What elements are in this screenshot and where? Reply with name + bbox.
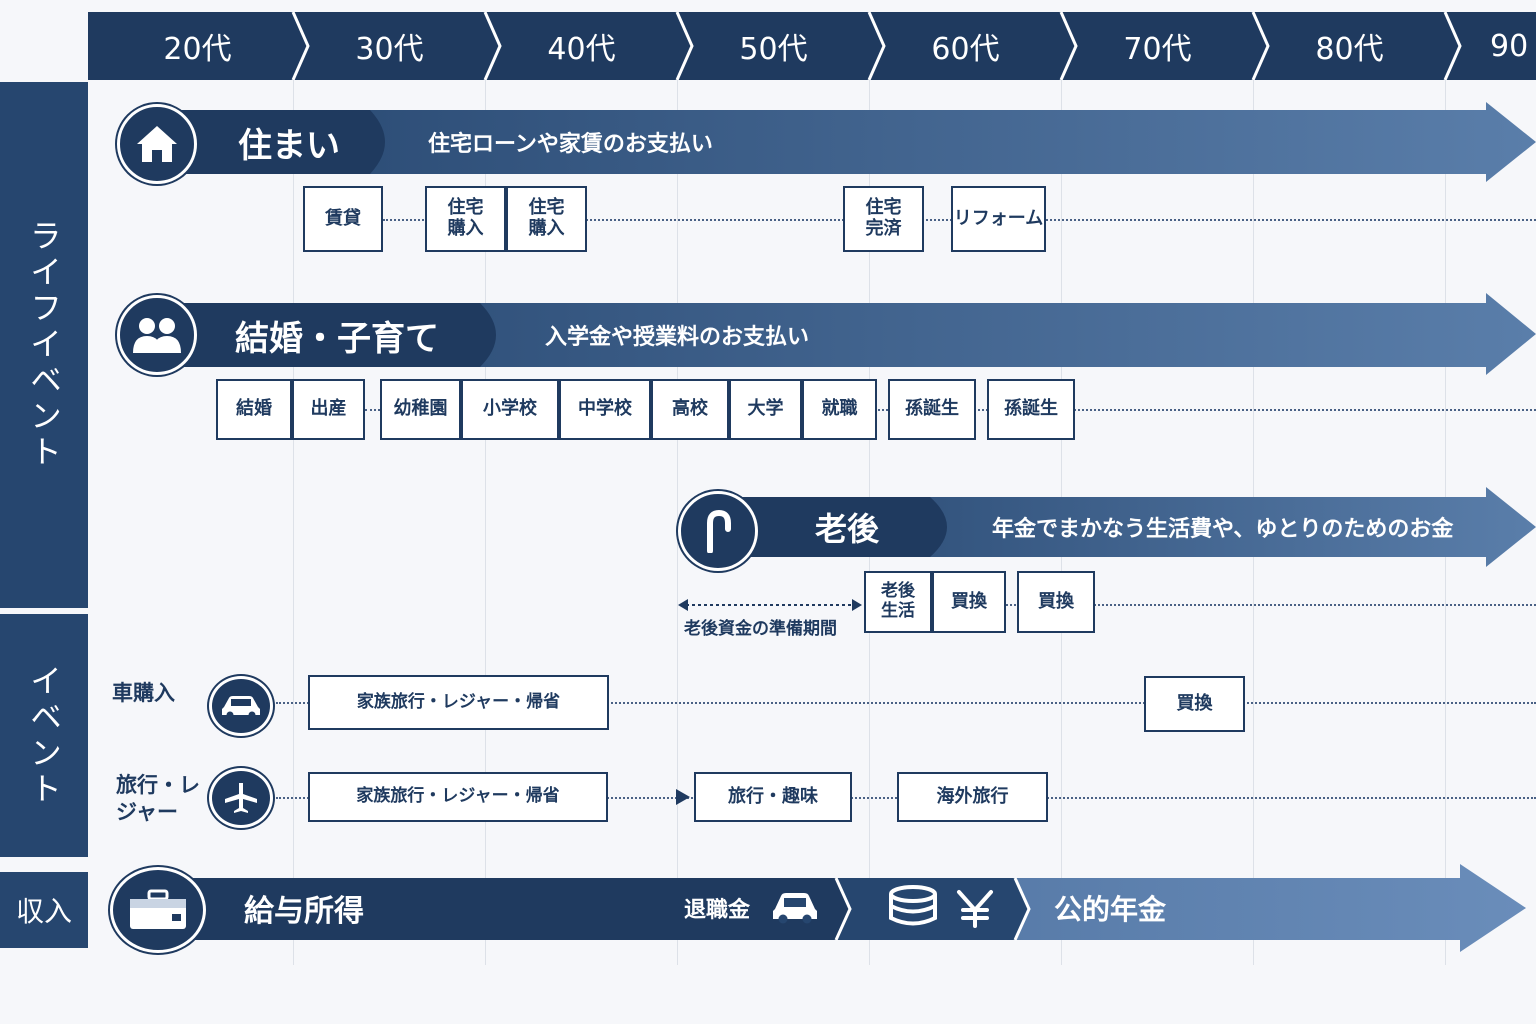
house-icon [117,104,197,184]
retirement-band [720,487,1536,567]
gridline [485,80,486,965]
decade-40s: 40代 [547,32,616,67]
prep-period-label: 老後資金の準備期間 [684,619,837,639]
car-icon [209,676,273,736]
housing-title: 住まい [238,125,340,166]
side-label-life-events: ライフイベント [0,82,88,608]
decade-30s: 30代 [355,32,424,67]
car-icon [770,885,820,933]
event-family-travel: 家族旅行・レジャー・帰省 [308,772,608,822]
decade-20s: 20代 [163,32,232,67]
side-label-events: イベント [0,614,88,857]
connector-line [1006,604,1536,606]
event-high-school: 高校 [651,379,729,440]
event-rent: 賃貸 [303,186,383,252]
event-car-replacement: 買換 [1144,676,1245,732]
event-loan-paid-off: 住宅完済 [843,186,924,252]
income-band [160,864,1526,952]
event-renovation: リフォーム [951,186,1046,252]
connector-line [276,702,1536,704]
event-overseas-travel: 海外旅行 [897,772,1048,822]
event-retirement-life: 老後生活 [864,571,932,633]
travel-label: 旅行・レジャー [116,773,200,825]
coins-icon [887,884,939,936]
event-kindergarten: 幼稚園 [380,379,461,440]
event-university: 大学 [729,379,802,440]
income-pension: 公的年金 [1054,893,1167,926]
decade-60s: 60代 [931,32,1000,67]
decade-header [88,12,1536,80]
event-home-purchase: 住宅購入 [425,186,506,252]
housing-subtitle: 住宅ローンや家賃のお支払い [428,132,713,157]
housing-band [160,102,1536,182]
cane-icon [678,491,758,571]
event-home-purchase: 住宅購入 [506,186,587,252]
event-junior-high: 中学校 [559,379,651,440]
income-salary: 給与所得 [244,894,364,929]
people-icon [117,295,197,375]
retirement-title: 老後 [815,510,880,548]
family-title: 結婚・子育て [235,318,439,359]
event-family-travel: 家族旅行・レジャー・帰省 [308,675,609,730]
event-grandchild-birth: 孫誕生 [888,379,976,440]
decade-50s: 50代 [739,32,808,67]
event-replacement: 買換 [932,571,1006,633]
retirement-subtitle: 年金でまかなう生活費や、ゆとりのためのお金 [992,517,1454,542]
decade-80s: 80代 [1315,32,1384,67]
side-label-income: 収入 [0,872,88,948]
decade-90s: 90 [1490,28,1529,64]
decade-70s: 70代 [1123,32,1192,67]
airplane-icon [209,768,273,828]
event-birth: 出産 [292,379,365,440]
event-replacement: 買換 [1017,571,1095,633]
family-subtitle: 入学金や授業料のお支払い [545,325,810,350]
event-elementary-school: 小学校 [461,379,559,440]
event-hobby-travel: 旅行・趣味 [694,772,852,822]
briefcase-icon [110,867,206,953]
gridline [293,80,294,965]
prep-period-arrow [678,599,862,611]
car-label: 車購入 [112,681,175,705]
event-marriage: 結婚 [216,379,292,440]
family-band [160,293,1536,375]
income-retirement-pay: 退職金 [684,898,751,923]
yen-icon [953,886,997,934]
event-grandchild-birth: 孫誕生 [987,379,1075,440]
event-employment: 就職 [802,379,877,440]
arrow-head [676,789,690,805]
gridline [677,80,678,965]
